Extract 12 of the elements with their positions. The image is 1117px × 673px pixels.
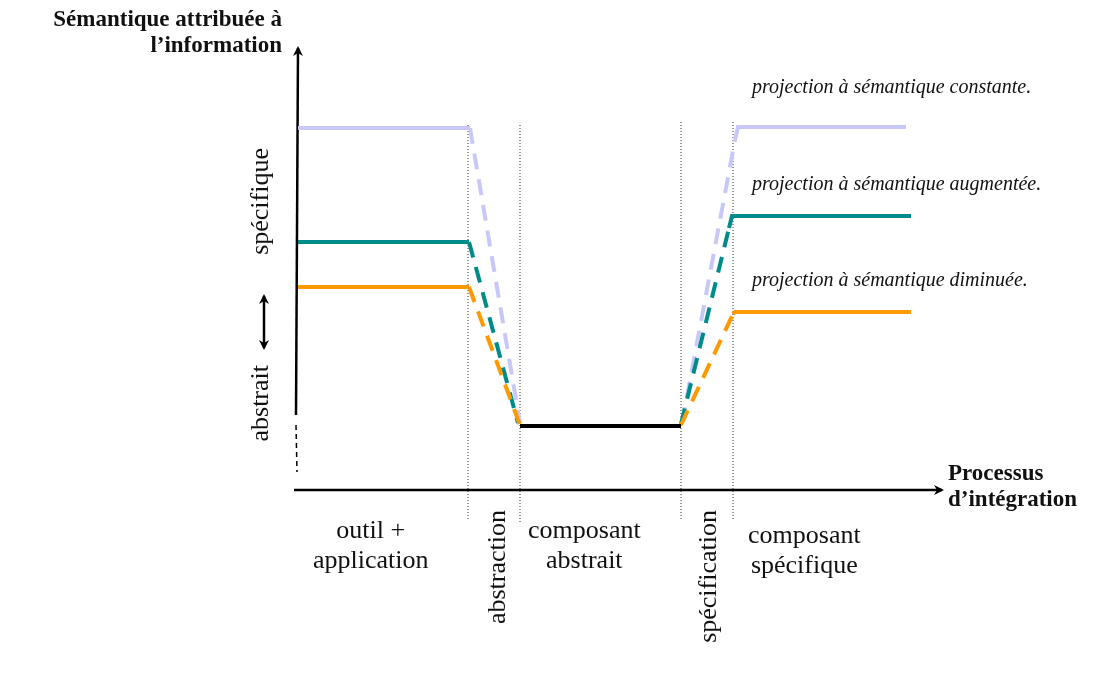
phase-label: composant spécifique (748, 520, 861, 580)
axis-level-label: abstrait (245, 365, 275, 442)
axis-title: Processus d’intégration (948, 460, 1078, 513)
phase-label: outil + application (313, 515, 429, 575)
phase-label: abstraction (482, 510, 512, 625)
curve-label: projection à sémantique diminuée. (752, 268, 1028, 291)
curve-label: projection à sémantique constante. (752, 75, 1032, 98)
curve-label: projection à sémantique augmentée. (752, 172, 1042, 195)
axis-level-label: spécifique (245, 148, 275, 255)
phase-label: composant abstrait (528, 515, 641, 575)
phase-label: spécification (693, 510, 723, 643)
axis-title: Sémantique attribuée à l’information (52, 6, 282, 59)
